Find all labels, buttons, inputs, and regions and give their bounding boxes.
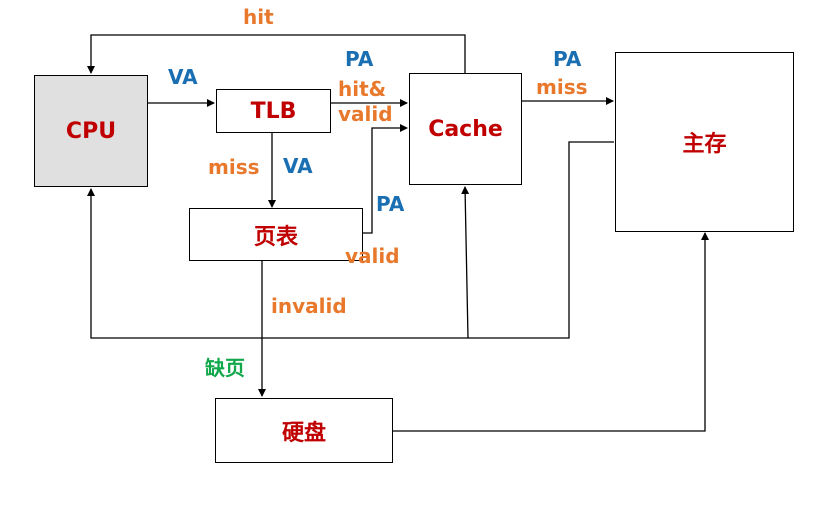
main-memory-label: 主存 (682, 132, 727, 157)
pagetable-to-cache-arrow (363, 124, 408, 234)
invalid-label-pagetable: invalid (271, 294, 347, 318)
pa-label-pagetable-cache: PA (376, 192, 405, 216)
page-fault-label: 缺页 (205, 356, 245, 380)
hit-label: hit (243, 5, 274, 29)
pa-label-cache-memory: PA (553, 47, 582, 71)
hit-return-arrow (87, 34, 466, 74)
tlb-label: TLB (250, 98, 297, 124)
disk-label: 硬盘 (281, 420, 326, 446)
memory-to-cpu-arrow (87, 141, 614, 339)
cache-box: Cache (409, 73, 522, 185)
cpu-label: CPU (65, 118, 117, 144)
pa-label-tlb-cache: PA (345, 47, 374, 71)
hit-valid-label-line1: hit& (338, 77, 387, 101)
miss-label-tlb: miss (208, 155, 260, 179)
hit-valid-label-line2: valid (338, 102, 393, 126)
va-label-cpu-tlb: VA (168, 65, 198, 89)
disk-to-memory-arrow (393, 232, 709, 432)
tlb-box: TLB (216, 89, 331, 133)
cache-label: Cache (428, 116, 503, 142)
page-table-label: 页表 (253, 224, 298, 250)
cpu-box: CPU (34, 75, 148, 187)
memory-to-cache-arrow (461, 186, 470, 339)
valid-label-pagetable: valid (345, 244, 400, 268)
va-label-tlb-pagetable: VA (283, 154, 313, 178)
main-memory-box: 主存 (615, 52, 794, 232)
miss-label-cache-memory: miss (536, 75, 588, 99)
page-table-box: 页表 (189, 208, 363, 261)
disk-box: 硬盘 (215, 398, 393, 463)
